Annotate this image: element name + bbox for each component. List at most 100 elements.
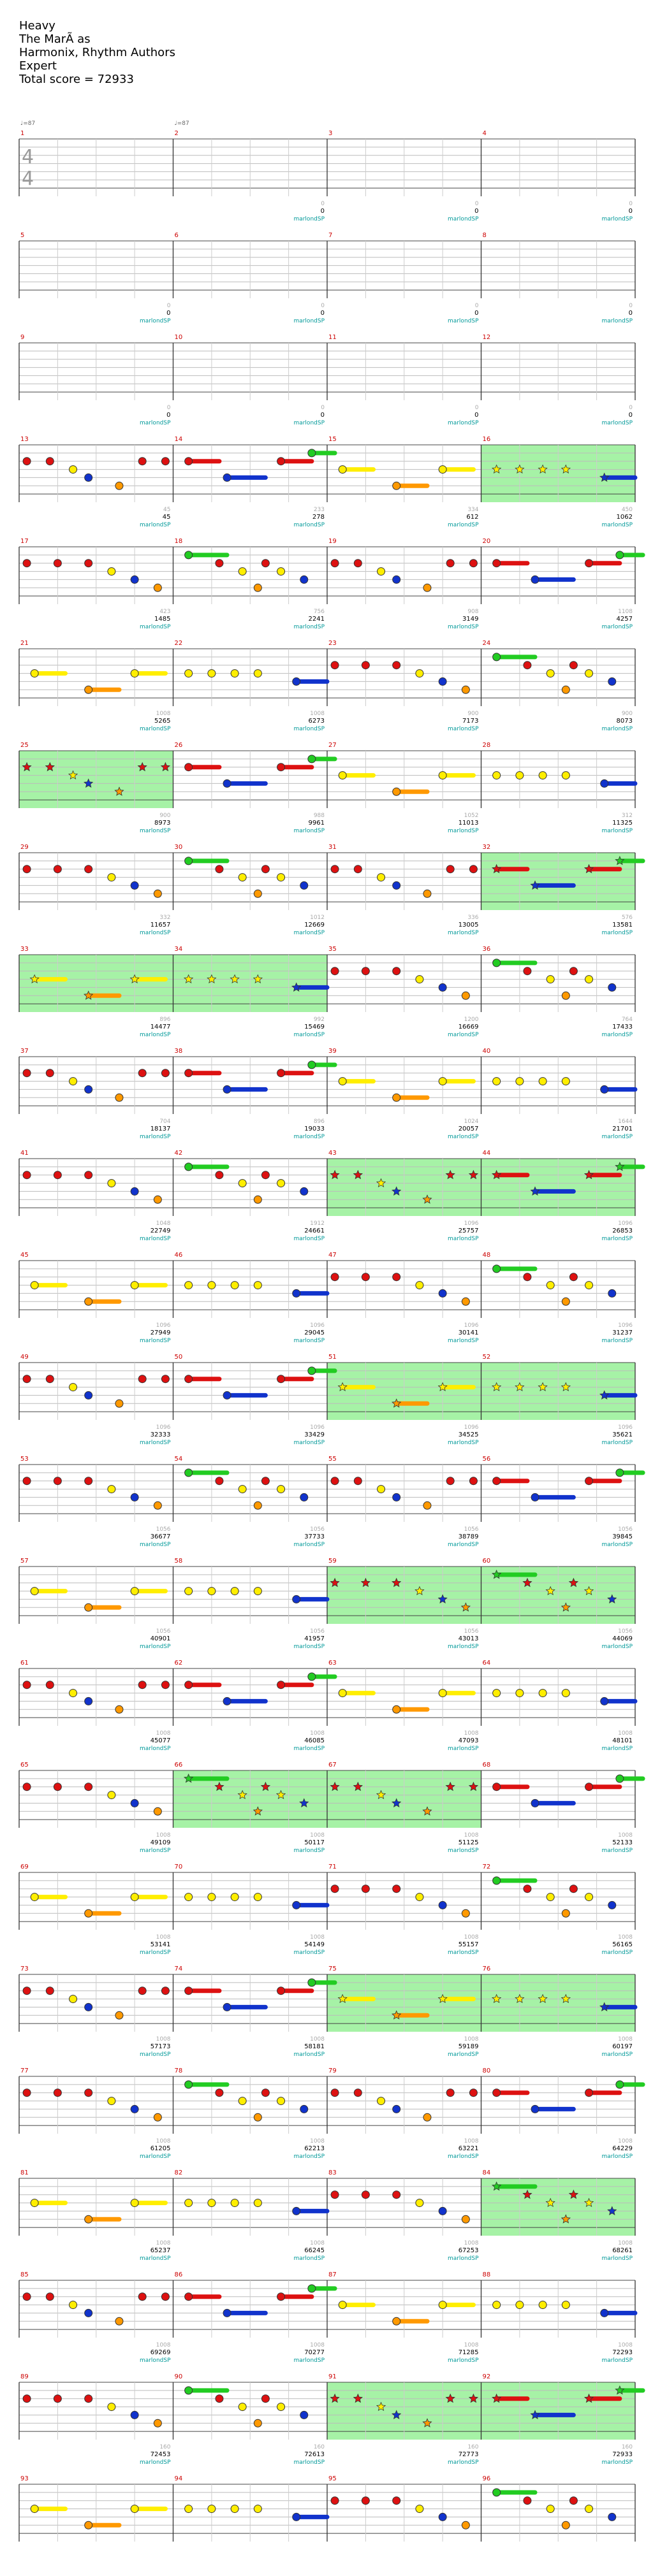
note-gem (377, 2097, 386, 2106)
measure-number: 17 (20, 538, 29, 545)
multiplier-label: marlondSP (140, 1848, 171, 1854)
note-gem (492, 2088, 501, 2097)
star-note (530, 2410, 540, 2419)
measure-score: 66245 (304, 2247, 325, 2254)
note-gem (184, 2505, 193, 2514)
measure-score: 0 (166, 310, 170, 317)
multiplier-label: marlondSP (140, 318, 171, 324)
star-note (583, 1169, 594, 1180)
note-gem (600, 1085, 609, 1094)
multiplier-label: marlondSP (140, 2255, 171, 2262)
measure-score: 56165 (612, 1941, 633, 1948)
note-gem (161, 457, 170, 466)
note-gem (392, 2104, 401, 2113)
note-gem (207, 669, 216, 678)
note-gem (30, 1893, 39, 1902)
star-note (530, 880, 540, 890)
note-gem (84, 1783, 93, 1791)
note-gem (107, 2403, 116, 2412)
note-gem (415, 1281, 424, 1290)
note-gem (84, 865, 93, 874)
multiplier-label: marlondSP (601, 216, 633, 222)
note-gem (353, 559, 362, 568)
measure-score: 52133 (612, 1839, 633, 1846)
measure-score: 41957 (304, 1635, 325, 1642)
note-gem (392, 661, 401, 670)
note-gem (585, 2088, 594, 2097)
star-note (615, 1161, 625, 1171)
star-note (607, 1594, 617, 1603)
measure-number: 8 (483, 232, 487, 239)
measure-count: 1096 (310, 1424, 325, 1431)
measure-number: 60 (483, 1558, 491, 1565)
note-gem (392, 2496, 401, 2505)
note-gem (561, 685, 570, 694)
note-gem (438, 1077, 447, 1086)
measure-count: 1008 (310, 2342, 325, 2348)
note-gem (207, 1893, 216, 1902)
star-note (253, 1806, 263, 1816)
measure-count: 1008 (156, 1934, 171, 1941)
note-gem (446, 2088, 455, 2097)
measure-score: 65237 (150, 2247, 171, 2254)
measure-number: 39 (328, 1048, 337, 1055)
note-gem (138, 457, 147, 466)
measure-score: 58181 (304, 2043, 325, 2050)
multiplier-label: marlondSP (601, 1440, 633, 1446)
note-gem (277, 1986, 286, 1995)
note-gem (438, 1689, 447, 1698)
note-gem (84, 2215, 93, 2224)
note-gem (277, 1485, 286, 1494)
measure-count: 1200 (464, 1017, 479, 1023)
staff-row: 41104822749marlondSP42191224661marlondSP… (18, 1150, 645, 1242)
note-gem (338, 771, 347, 780)
note-gem (261, 559, 270, 568)
measure-score: 25757 (459, 1227, 479, 1234)
note-gem (277, 763, 286, 772)
note-gem (515, 771, 524, 780)
multiplier-label: marlondSP (293, 1746, 325, 1752)
note-gem (184, 1681, 193, 1690)
multiplier-label: marlondSP (448, 1236, 479, 1242)
star-note (330, 1781, 340, 1791)
measure-score: 0 (474, 412, 478, 419)
star-note (468, 1781, 479, 1791)
note-gem (30, 2199, 39, 2208)
measure-number: 22 (175, 640, 183, 647)
note-gem (230, 2199, 239, 2208)
measure-score: 278 (312, 514, 325, 521)
note-gem (184, 1162, 193, 1171)
note-gem (546, 669, 555, 678)
note-gem (523, 1885, 532, 1893)
note-gem (585, 1893, 594, 1902)
star-note (538, 1382, 548, 1392)
note-gem (569, 1885, 578, 1893)
multiplier-label: marlondSP (448, 1746, 479, 1752)
measure-count: 0 (167, 303, 171, 309)
star-note (353, 2393, 363, 2403)
note-gem (353, 2088, 362, 2097)
note-gem (438, 2512, 447, 2521)
measure-score: 16669 (459, 1024, 479, 1031)
note-gem (515, 1689, 524, 1698)
note-gem (377, 1485, 386, 1494)
note-gem (292, 2206, 301, 2215)
star-note (583, 2393, 594, 2403)
measure-score: 44069 (612, 1635, 633, 1642)
measure-count: 1008 (156, 2138, 171, 2145)
measure-score: 14477 (150, 1024, 171, 1031)
star-note (260, 1781, 271, 1791)
note-gem (107, 1179, 116, 1188)
measure-score: 50117 (304, 1839, 325, 1846)
star-note (376, 1790, 386, 1800)
note-gem (45, 1986, 54, 1995)
note-gem (330, 1885, 339, 1893)
star-note (83, 778, 94, 788)
measure-number: 66 (175, 1762, 183, 1769)
measure-number: 94 (175, 2475, 183, 2482)
note-gem (300, 2104, 309, 2113)
multiplier-label: marlondSP (293, 2051, 325, 2058)
note-gem (469, 865, 478, 874)
star-note (515, 1382, 525, 1392)
